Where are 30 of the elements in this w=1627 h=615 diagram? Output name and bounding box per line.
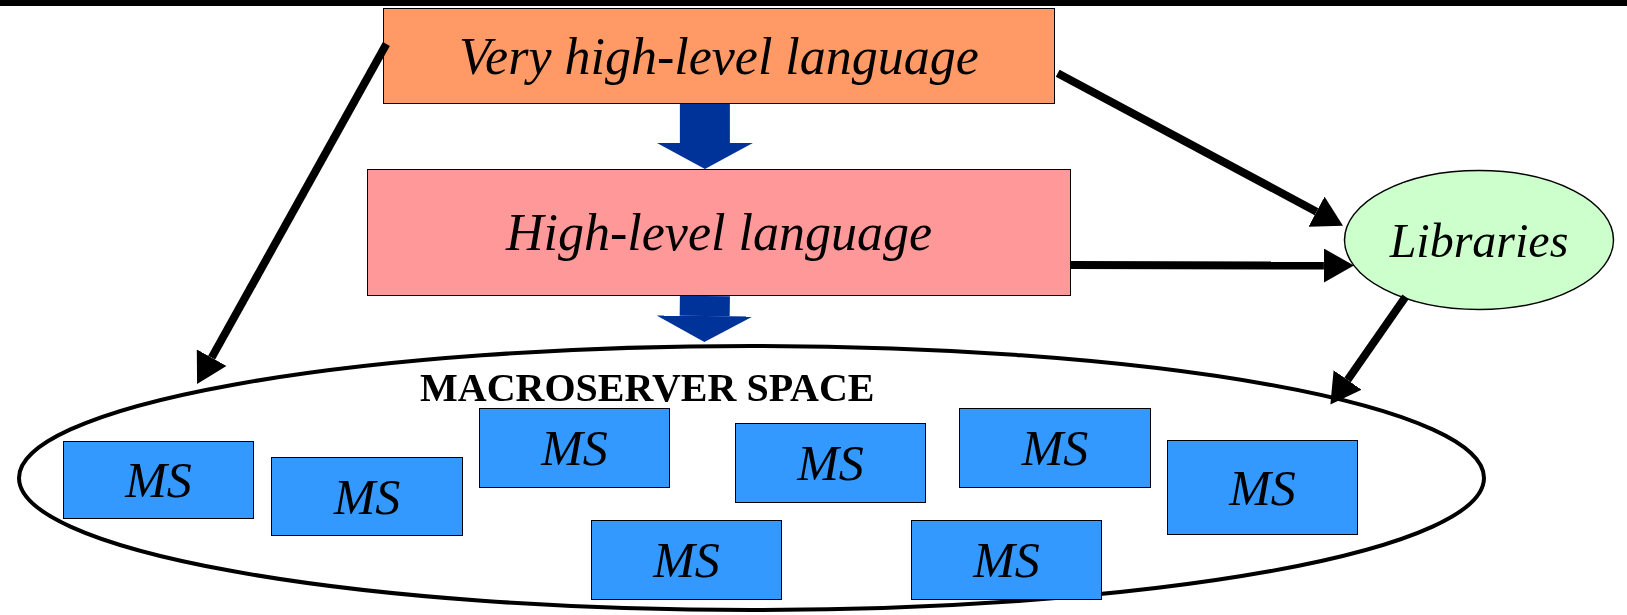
arrow: [1055, 69, 1343, 227]
process-box: [959, 408, 1151, 488]
process-box: [367, 169, 1071, 296]
process-box: [63, 441, 254, 519]
ellipse-node: [1343, 169, 1615, 311]
node-label: Libraries: [1389, 212, 1569, 268]
process-box: [1167, 440, 1358, 535]
process-box: [735, 423, 926, 503]
arrow: [1330, 294, 1409, 405]
node-label: MS: [125, 451, 192, 509]
process-box: [479, 408, 670, 488]
node-label: High-level language: [506, 203, 932, 262]
node-label: MS: [1021, 419, 1089, 477]
node-label: MS: [1229, 458, 1296, 517]
group-title: MACROSERVER SPACE: [420, 364, 875, 411]
node-label: Very high-level language: [459, 26, 979, 86]
process-box: [383, 8, 1055, 104]
node-label: MS: [653, 531, 720, 589]
arrow: [1071, 248, 1354, 283]
arrow: [196, 42, 390, 384]
node-label: MS: [797, 434, 864, 492]
process-box: [271, 457, 463, 536]
arrow: [656, 295, 753, 342]
group-ellipse: [15, 342, 1488, 614]
node-label: MS: [973, 531, 1040, 589]
process-box: [591, 520, 782, 600]
node-label: MS: [333, 467, 401, 526]
process-box: [911, 520, 1102, 600]
node-label: MS: [541, 419, 608, 477]
arrow: [656, 104, 753, 169]
